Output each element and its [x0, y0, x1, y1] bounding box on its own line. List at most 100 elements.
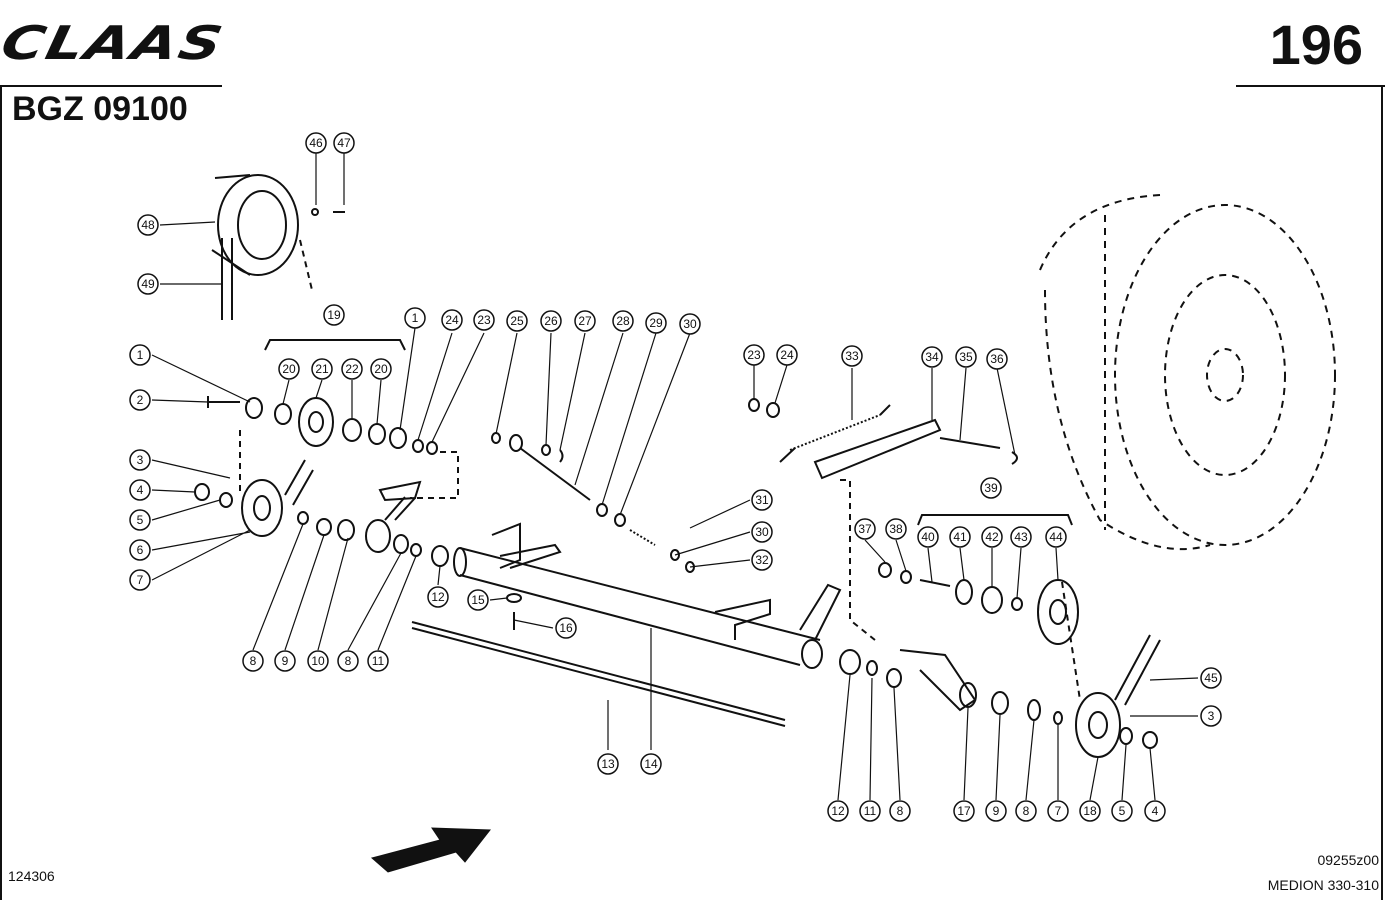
svg-text:13: 13: [601, 757, 615, 771]
callout-24a: 24: [441, 309, 463, 331]
svg-text:12: 12: [431, 590, 445, 604]
svg-text:29: 29: [649, 316, 663, 330]
callout-29: 29: [645, 312, 667, 334]
bearing-10: [365, 519, 391, 553]
group-code: BGZ 09100: [12, 90, 188, 128]
callout-20b: 20: [370, 358, 392, 380]
callout-25: 25: [506, 310, 528, 332]
svg-text:21: 21: [315, 362, 329, 376]
svg-text:14: 14: [644, 757, 658, 771]
svg-text:18: 18: [1083, 804, 1097, 818]
svg-text:16: 16: [559, 621, 573, 635]
svg-text:9: 9: [282, 654, 289, 668]
frame-border-left: [0, 86, 2, 900]
spring-33: [789, 414, 881, 451]
svg-text:7: 7: [137, 573, 144, 587]
svg-text:1: 1: [137, 348, 144, 362]
svg-text:11: 11: [372, 654, 385, 668]
callout-28: 28: [612, 310, 634, 332]
callout-2: 2: [129, 389, 151, 411]
callout-9b: 9: [985, 800, 1007, 822]
model-name: MEDION 330-310: [1267, 877, 1379, 893]
svg-text:31: 31: [755, 493, 769, 507]
pin-40: [919, 579, 951, 587]
svg-text:30: 30: [683, 317, 697, 331]
callout-14: 14: [640, 753, 662, 775]
callout-6: 6: [129, 539, 151, 561]
callout-12b: 12: [827, 800, 849, 822]
page-number: 196: [1269, 13, 1363, 76]
direction-arrow: [370, 827, 491, 873]
svg-text:23: 23: [477, 313, 491, 327]
callout-19: 19: [323, 304, 345, 326]
image-code: 09255z00: [1317, 852, 1379, 868]
callout-8a: 8: [242, 650, 264, 672]
callout-45: 45: [1200, 667, 1222, 689]
callout-40: 40: [917, 526, 939, 548]
spring-29: [629, 529, 656, 546]
header-rule-right: [1236, 85, 1385, 87]
svg-text:11: 11: [864, 804, 877, 818]
svg-text:46: 46: [309, 136, 323, 150]
washer-15: [506, 593, 522, 603]
svg-text:4: 4: [137, 483, 144, 497]
svg-text:19: 19: [327, 308, 341, 322]
svg-text:47: 47: [337, 136, 351, 150]
pulley-44: [1037, 579, 1079, 645]
svg-text:25: 25: [510, 314, 524, 328]
svg-text:2: 2: [137, 393, 144, 407]
svg-text:20: 20: [374, 362, 388, 376]
callout-7a: 7: [129, 569, 151, 591]
svg-text:49: 49: [141, 277, 155, 291]
callout-41: 41: [949, 526, 971, 548]
callout-13: 13: [597, 753, 619, 775]
callout-27: 27: [574, 310, 596, 332]
callout-3a: 3: [129, 449, 151, 471]
callout-21: 21: [311, 358, 333, 380]
bracket-39: [917, 514, 1073, 526]
svg-text:5: 5: [137, 513, 144, 527]
callout-1a: 1: [404, 307, 426, 329]
pulley-48: [211, 174, 313, 320]
callout-3b: 3: [1200, 705, 1222, 727]
bracket-19: [264, 339, 406, 351]
svg-text:20: 20: [282, 362, 296, 376]
pin-35: [939, 437, 1001, 449]
document-id: 124306: [8, 868, 55, 884]
svg-text:8: 8: [345, 654, 352, 668]
svg-text:8: 8: [1023, 804, 1030, 818]
frame-border-right: [1381, 86, 1383, 900]
callout-39: 39: [980, 477, 1002, 499]
svg-text:34: 34: [925, 350, 939, 364]
callout-35: 35: [955, 346, 977, 368]
svg-text:7: 7: [1055, 804, 1062, 818]
callout-4b: 4: [1144, 800, 1166, 822]
svg-text:15: 15: [471, 593, 485, 607]
callout-11a: 11: [367, 650, 389, 672]
callout-34: 34: [921, 346, 943, 368]
svg-text:3: 3: [1208, 709, 1215, 723]
svg-text:8: 8: [897, 804, 904, 818]
svg-text:48: 48: [141, 218, 155, 232]
callout-16: 16: [555, 617, 577, 639]
callout-8d: 8: [1015, 800, 1037, 822]
callout-43: 43: [1010, 526, 1032, 548]
svg-text:22: 22: [345, 362, 359, 376]
header-rule-left: [0, 85, 222, 87]
svg-text:26: 26: [544, 314, 558, 328]
callout-8c: 8: [889, 800, 911, 822]
callout-38: 38: [885, 518, 907, 540]
svg-text:33: 33: [845, 349, 859, 363]
callout-5b: 5: [1111, 800, 1133, 822]
svg-text:9: 9: [993, 804, 1000, 818]
wheel-outline: [1039, 194, 1336, 551]
part-22: [342, 418, 362, 442]
callout-36: 36: [986, 348, 1008, 370]
bolt-2: [207, 396, 240, 408]
callout-48: 48: [137, 214, 159, 236]
arm-part: [378, 480, 422, 502]
svg-text:39: 39: [984, 481, 998, 495]
lever-34: [813, 418, 942, 480]
callout-layer: 46 47 48 49 19 20 21 22 20 1 24 23 25 26…: [129, 132, 1222, 822]
